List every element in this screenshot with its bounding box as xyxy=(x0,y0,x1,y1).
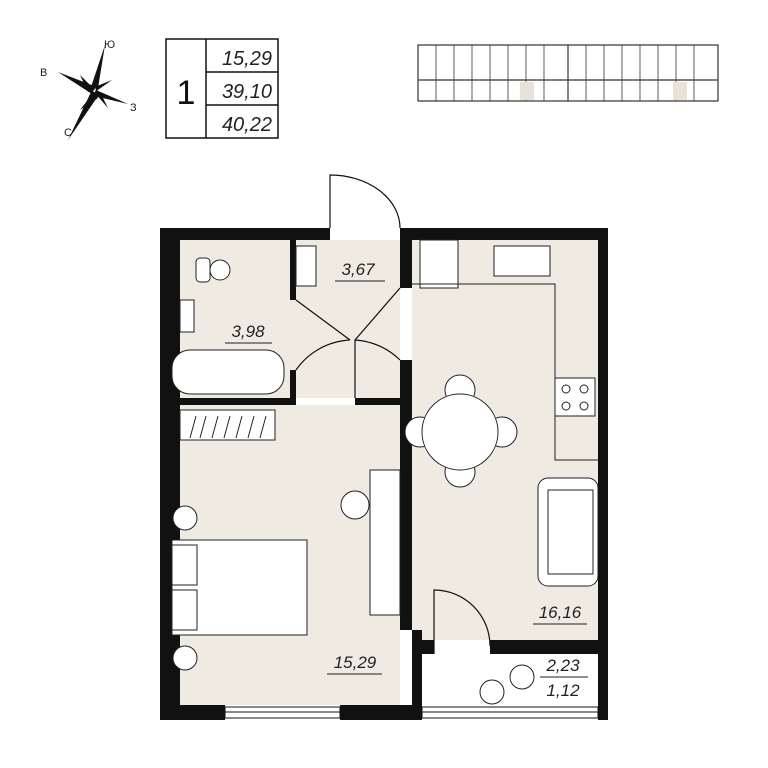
furniture xyxy=(171,239,599,705)
compass-south: Ю xyxy=(104,39,115,51)
bathtub-icon xyxy=(171,349,285,395)
washing-machine-icon xyxy=(295,245,317,287)
doors xyxy=(295,174,491,654)
sink-icon xyxy=(179,299,195,333)
balcony-reduced-area: 1,12 xyxy=(546,681,580,700)
total-area: 39,10 xyxy=(222,81,272,103)
hallway-area: 3,67 xyxy=(341,260,375,279)
dining-table-icon xyxy=(421,393,499,471)
total-area-with-balcony: 40,22 xyxy=(222,114,272,136)
key-plan-highlight xyxy=(520,82,534,100)
compass-north: С xyxy=(64,127,72,139)
bedroom-area: 15,29 xyxy=(334,653,377,672)
building-key-plan xyxy=(417,44,719,102)
desk-icon xyxy=(369,469,401,616)
windows xyxy=(224,706,599,719)
compass-rose-icon xyxy=(58,45,128,140)
kitchen-sink-icon xyxy=(493,245,551,277)
compass-east: В xyxy=(40,67,47,79)
balcony-area: 2,23 xyxy=(545,656,580,675)
kitchen-area: 16,16 xyxy=(539,603,582,622)
area-table xyxy=(165,38,279,139)
stove-icon xyxy=(554,377,596,417)
rooms-count: 1 xyxy=(177,74,196,112)
bathroom-area: 3,98 xyxy=(231,322,265,341)
fridge-icon xyxy=(419,239,459,289)
living-area: 15,29 xyxy=(222,48,272,70)
toilet-icon xyxy=(195,257,211,283)
compass-west: З xyxy=(130,102,137,114)
